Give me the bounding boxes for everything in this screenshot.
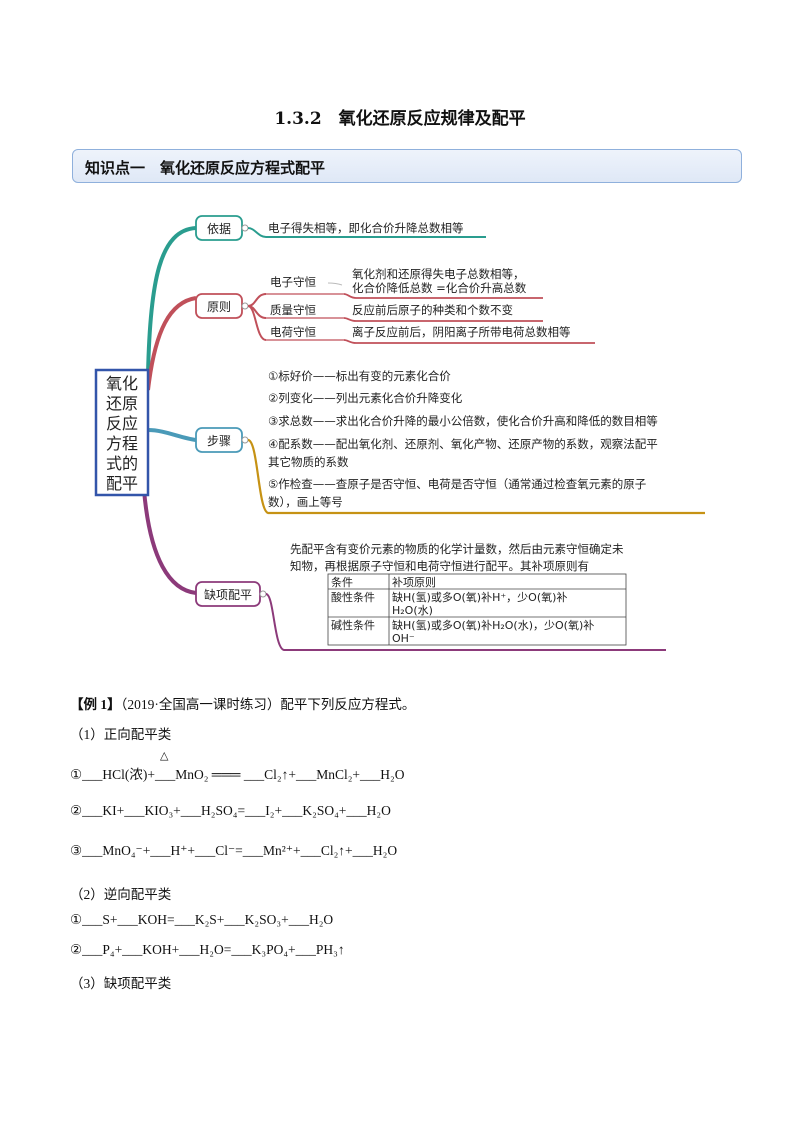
table-cell-acidic-rule-2: H₂O(水) <box>392 604 433 617</box>
principle-desc-electron-2: 化合价降低总数 =化合价升高总数 <box>352 281 527 295</box>
connector-dot <box>241 302 249 310</box>
center-line-4: 方程 <box>106 434 138 453</box>
step-line-5: 其它物质的系数 <box>268 455 349 469</box>
equation-4: ①___S+___KOH=___K₂S+___K₂SO₃+___H₂O <box>70 912 334 927</box>
missing-intro-1: 先配平含有变价元素的物质的化学计量数，然后由元素守恒确定未 <box>290 542 624 556</box>
step-line-4: ④配系数——配出氧化剂、还原剂、氧化产物、还原产物的系数，观察法配平 <box>268 437 658 451</box>
node-basis-label: 依据 <box>207 221 231 236</box>
center-node-text: 氧化 还原 反应 方程 式的 配平 <box>106 374 138 493</box>
table-header-condition: 条件 <box>331 575 353 589</box>
step-line-6: ⑤作检查——查原子是否守恒、电荷是否守恒（通常通过检查氧元素的原子 <box>268 477 646 491</box>
principle-name-electron: 电子守恒 <box>270 275 316 289</box>
node-missing-label: 缺项配平 <box>204 587 252 602</box>
center-line-5: 式的 <box>106 454 138 473</box>
branch-basis <box>146 226 197 376</box>
section-forward: （1）正向配平类 <box>70 727 172 742</box>
table-cell-acidic: 酸性条件 <box>331 590 375 604</box>
center-line-3: 反应 <box>106 414 138 433</box>
connector-dot <box>259 590 267 598</box>
basis-underline <box>247 227 486 238</box>
missing-intro-2: 知物，再根据原子守恒和电荷守恒进行配平。其补项原则有 <box>290 559 589 573</box>
equation-5: ②___P₄+___KOH+___H₂O=___K₃PO₄+___PH₃↑ <box>70 942 345 957</box>
principle-name-charge: 电荷守恒 <box>270 325 316 339</box>
center-line-1: 氧化 <box>106 374 138 393</box>
branch-principle <box>146 296 197 391</box>
connector-dot <box>241 224 249 232</box>
knowledge-point-header: 知识点一 氧化还原反应方程式配平 <box>72 149 742 183</box>
table-cell-acidic-rule-1: 缺H(氢)或多O(氧)补H⁺，少O(氧)补 <box>392 590 567 604</box>
steps-underline <box>247 438 705 515</box>
table-cell-basic-rule-2: OH⁻ <box>392 632 415 645</box>
missing-underline <box>265 593 666 651</box>
equation-2: ②___KI+___KIO₃+___H₂SO₄=___I₂+___K₂SO₄+_… <box>70 803 391 818</box>
rule-table: 条件 补项原则 酸性条件 缺H(氢)或多O(氧)补H⁺，少O(氧)补 H₂O(水… <box>327 573 627 646</box>
principle-desc-electron-1: 氧化剂和还原得失电子总数相等， <box>352 267 525 281</box>
step-line-7: 数），画上等号 <box>268 495 343 509</box>
section-reverse: （2）逆向配平类 <box>70 887 172 902</box>
node-principle-label: 原则 <box>207 300 231 314</box>
knowledge-point-title: 知识点一 氧化还原反应方程式配平 <box>85 159 326 177</box>
node-steps-label: 步骤 <box>207 434 231 448</box>
center-line-6: 配平 <box>106 474 138 493</box>
section-missing: （3）缺项配平类 <box>70 976 172 991</box>
example-source: （2019·全国高一课时练习）配平下列反应方程式。 <box>120 697 416 712</box>
principle-name-mass: 质量守恒 <box>270 303 316 317</box>
table-cell-basic: 碱性条件 <box>331 618 375 632</box>
branch-missing <box>142 489 197 595</box>
mind-map: 氧化 还原 反应 方程 式的 配平 依据 电子得失相等，即化合价升降总数相等 原… <box>94 215 705 651</box>
basis-text: 电子得失相等，即化合价升降总数相等 <box>268 221 464 235</box>
step-line-3: ③求总数——求出化合价升降的最小公倍数，使化合价升高和降低的数目相等 <box>268 414 658 428</box>
principle-desc-mass: 反应前后原子的种类和个数不变 <box>352 303 513 317</box>
page-title: 1.3.2 氧化还原反应规律及配平 <box>274 109 526 129</box>
example-header: 【例 1】（2019·全国高一课时练习）配平下列反应方程式。 <box>70 693 415 713</box>
center-line-2: 还原 <box>106 394 138 413</box>
equation-3: ③___MnO₄⁻+___H⁺+___Cl⁻=___Mn²⁺+___Cl₂↑+_… <box>70 843 398 858</box>
table-cell-basic-rule-1: 缺H(氢)或多O(氧)补H₂O(水)，少O(氧)补 <box>392 618 594 632</box>
branch-steps <box>147 428 197 442</box>
connector-dot <box>241 436 249 444</box>
heating-condition: △ <box>160 750 169 762</box>
step-line-2: ②列变化——列出元素化合价升降变化 <box>268 391 463 405</box>
principle-desc-charge: 离子反应前后，阴阳离子所带电荷总数相等 <box>352 325 571 339</box>
step-line-1: ①标好价——标出有变的元素化合价 <box>268 369 451 383</box>
center-node <box>94 368 150 497</box>
example-tag: 【例 1】 <box>70 697 121 712</box>
table-header-principle: 补项原则 <box>392 576 436 589</box>
equation-1: ①___HCl(浓)+___MnO₂ ═══ ___Cl₂↑+___MnCl₂+… <box>70 767 405 782</box>
